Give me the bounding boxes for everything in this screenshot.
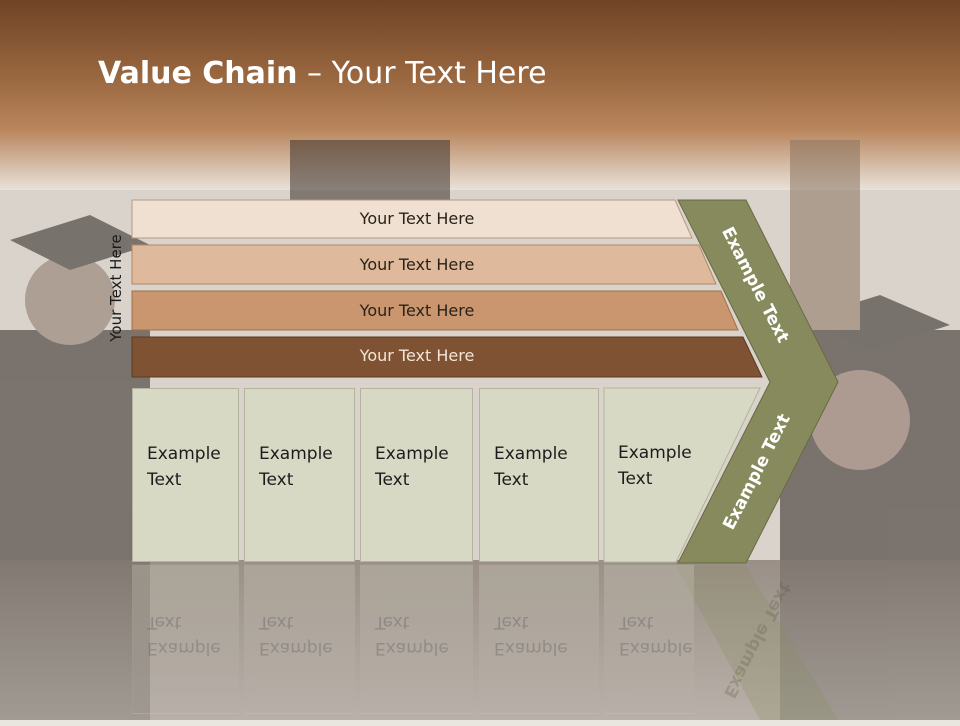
bar-1-label: Your Text Here — [359, 209, 475, 228]
cell-4-reflection-line1: Example — [494, 638, 568, 658]
cell-2: Example Text — [244, 388, 355, 562]
bar-4: Your Text Here — [132, 337, 702, 375]
cell-shape-5 — [603, 387, 761, 563]
bar-shape-2 — [131, 244, 717, 285]
bar-3-label: Your Text Here — [359, 301, 475, 320]
bar-shape-4 — [131, 336, 763, 378]
cell-5-reflection-line2: Text — [619, 612, 654, 632]
cell-4-line2: Text — [494, 470, 529, 490]
cell-5-line1: Example — [618, 443, 692, 463]
cell-5-reflection-line1: Example — [619, 638, 693, 658]
cell-1-reflection-line1: Example — [147, 638, 221, 658]
cell-1-reflection-line2: Text — [147, 612, 182, 632]
cell-3-line1: Example — [375, 444, 449, 464]
cell-1-reflection: Example Text — [132, 564, 239, 714]
cell-2-line2: Text — [259, 470, 294, 490]
bar-3: Your Text Here — [132, 292, 702, 330]
cell-3-reflection: Example Text — [360, 564, 473, 714]
cell-3: Example Text — [360, 388, 473, 562]
cell-5-reflection: Example Text — [604, 564, 694, 714]
cell-4: Example Text — [479, 388, 599, 562]
chevron-reflection — [676, 566, 838, 720]
cell-2-reflection: Example Text — [244, 564, 355, 714]
cell-1-line1: Example — [147, 444, 221, 464]
cell-2-line1: Example — [259, 444, 333, 464]
cell-2-reflection-line1: Example — [259, 638, 333, 658]
bar-shape-1 — [131, 199, 693, 239]
chevron-shape — [677, 199, 839, 564]
bar-2: Your Text Here — [132, 246, 702, 284]
bar-2-label: Your Text Here — [359, 255, 475, 274]
bar-shape-3 — [131, 290, 739, 331]
title-rest: – Your Text Here — [297, 56, 547, 91]
cell-3-reflection-line2: Text — [375, 612, 410, 632]
cell-1: Example Text — [132, 388, 239, 562]
cell-5: Example Text — [604, 388, 714, 562]
cell-3-reflection-line1: Example — [375, 638, 449, 658]
cell-3-line2: Text — [375, 470, 410, 490]
cell-4-reflection: Example Text — [479, 564, 599, 714]
cell-1-line2: Text — [147, 470, 182, 490]
cell-4-reflection-line2: Text — [494, 612, 529, 632]
bar-1: Your Text Here — [132, 200, 702, 238]
cell-4-line1: Example — [494, 444, 568, 464]
slide-title: Value Chain – Your Text Here — [98, 56, 547, 91]
title-bold: Value Chain — [98, 56, 298, 91]
bar-4-label: Your Text Here — [359, 346, 475, 365]
cell-2-reflection-line2: Text — [259, 612, 294, 632]
cell-5-line2: Text — [618, 469, 653, 489]
